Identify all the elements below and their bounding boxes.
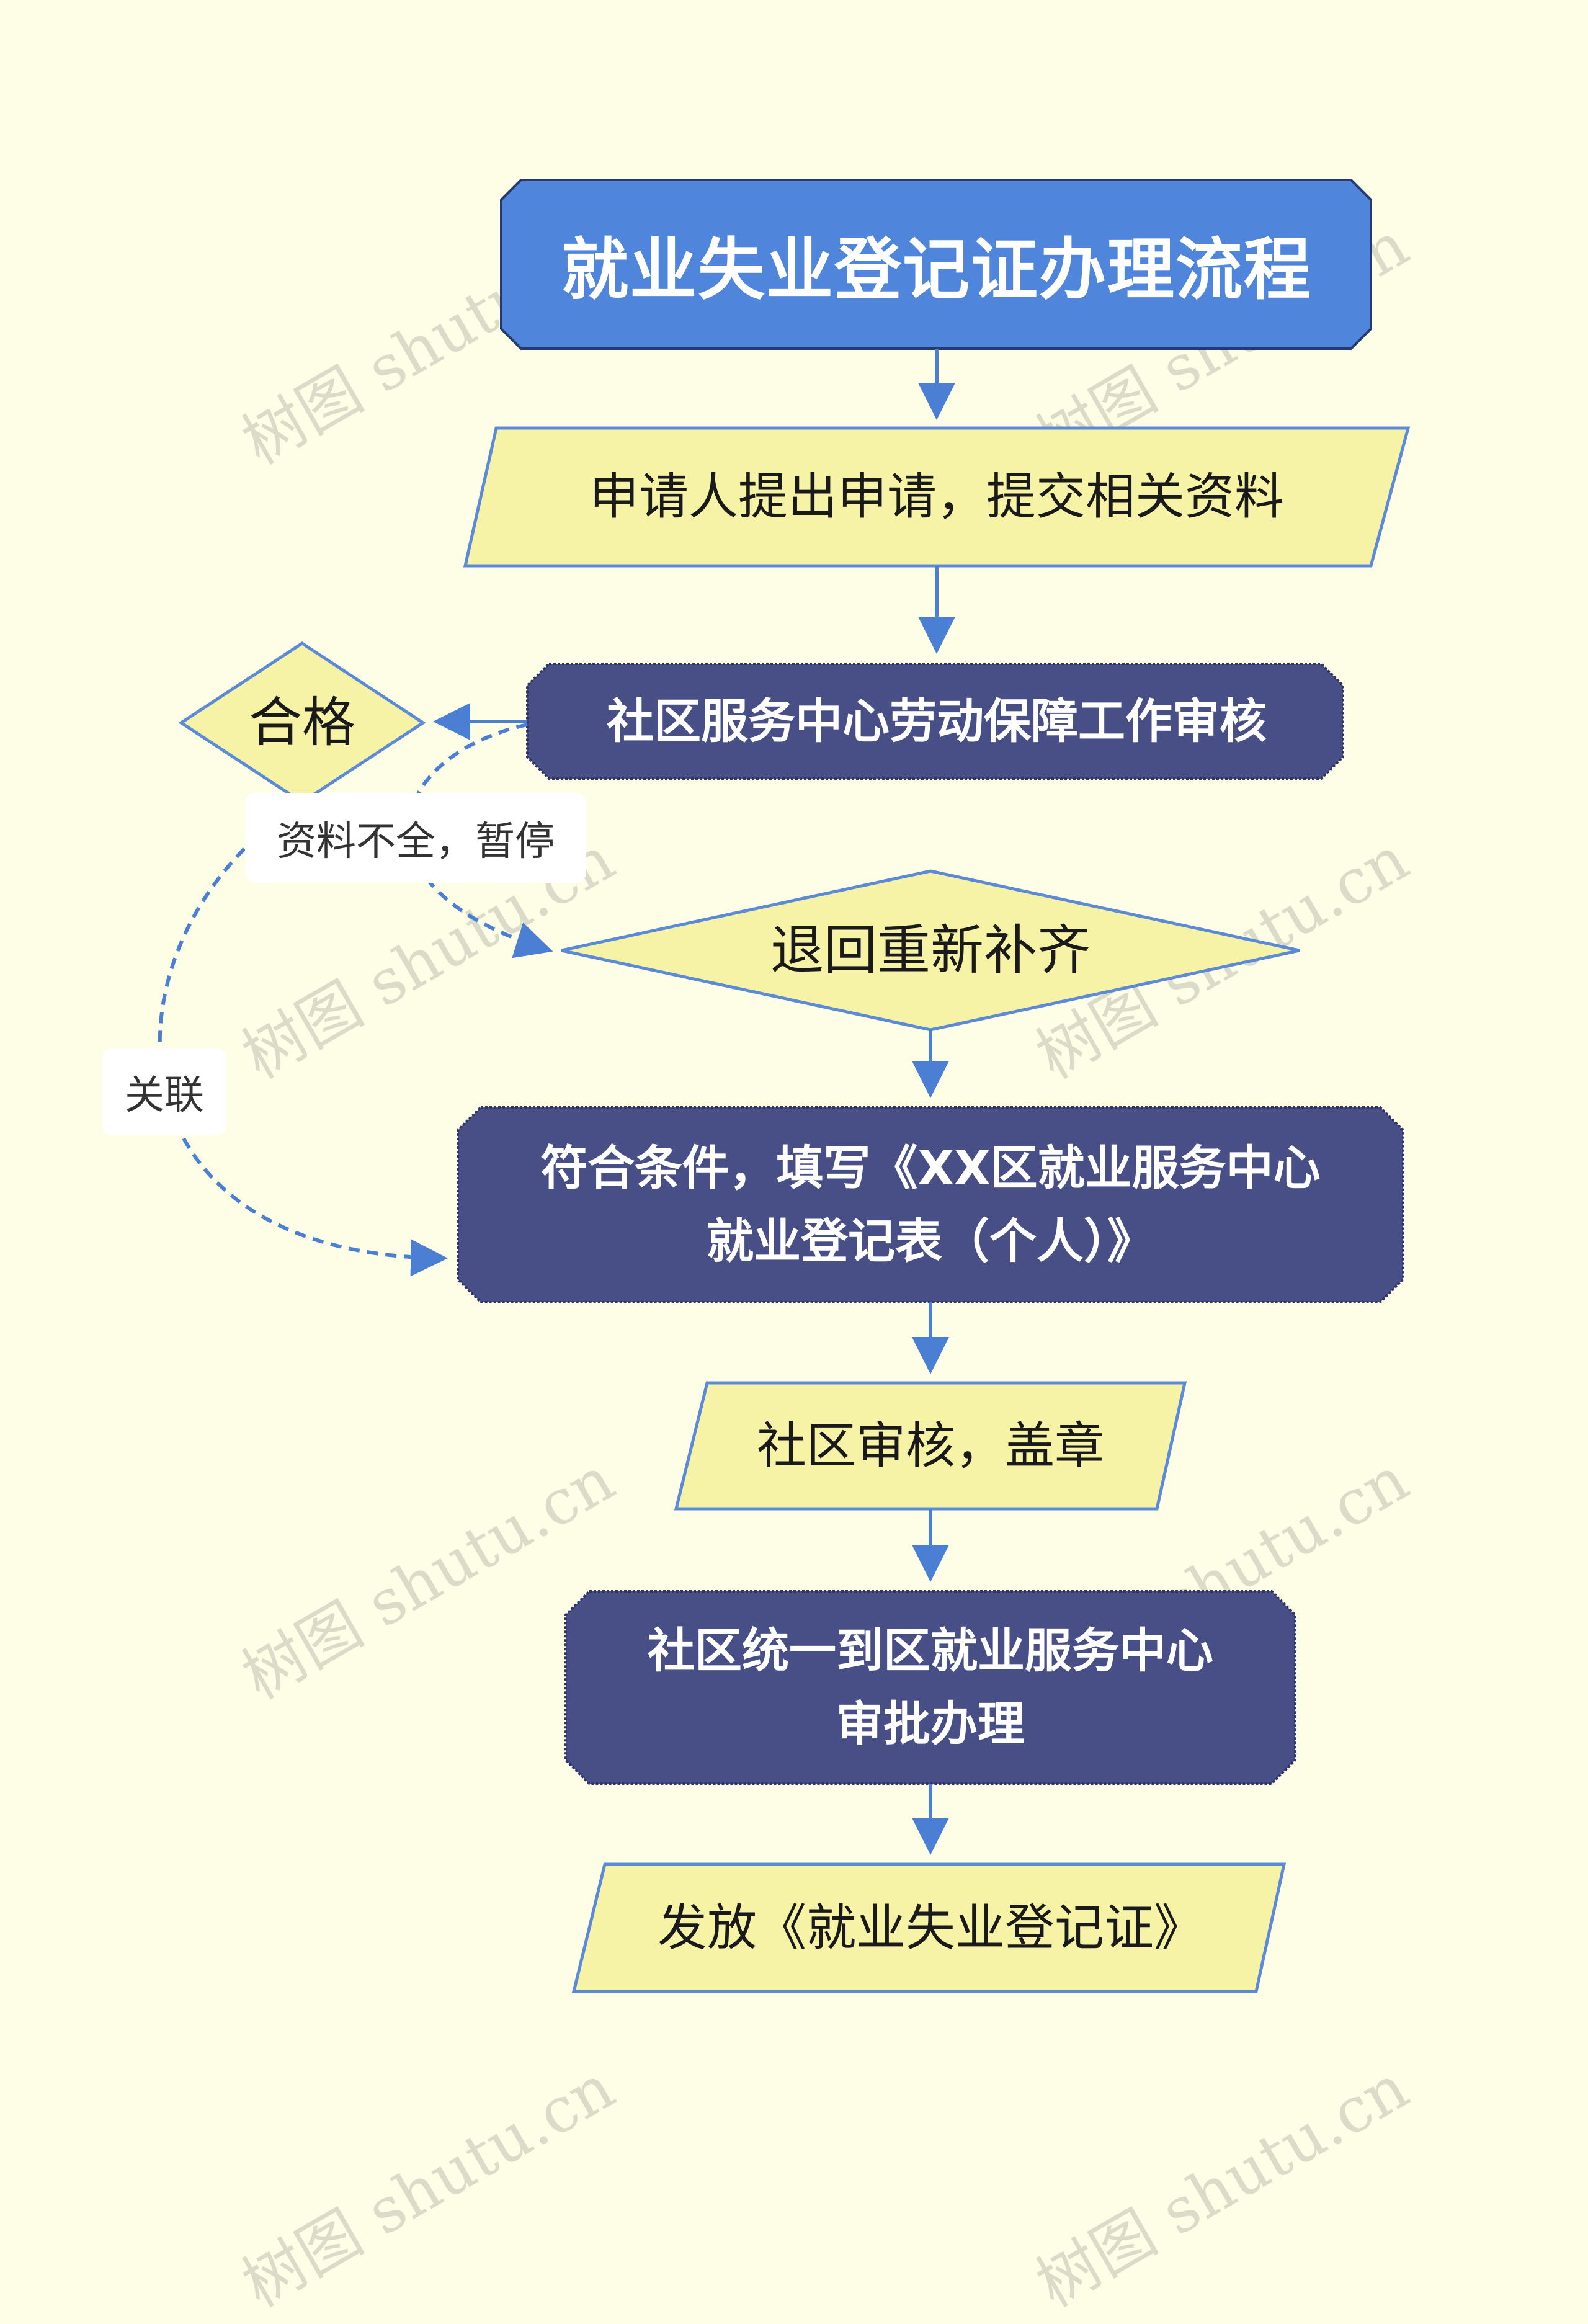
step5-label-line1: 社区统一到区就业服务中心 — [648, 1623, 1213, 1678]
step3-label-line1: 符合条件，填写《XX区就业服务中心 — [540, 1140, 1321, 1196]
returned-node: 退回重新补齐 — [561, 871, 1300, 1030]
step4-shape — [674, 1381, 1187, 1511]
step6-node: 发放《就业失业登记证》 — [583, 1864, 1278, 1991]
edge-label-related: 关联 — [102, 1048, 226, 1135]
step3-node: 符合条件，填写《XX区就业服务中心 就业登记表（个人）》 — [459, 1107, 1402, 1302]
step2-shape — [526, 663, 1344, 780]
flowchart-canvas — [158, 179, 1411, 1993]
edge-label-incomplete: 资料不全，暂停 — [245, 793, 586, 883]
returned-label: 退回重新补齐 — [770, 919, 1091, 981]
step5-node: 社区统一到区就业服务中心 审批办理 — [568, 1591, 1293, 1784]
step1-shape — [463, 426, 1411, 568]
step2-node: 社区服务中心劳动保障工作审核 — [533, 664, 1340, 779]
step4-node: 社区审核，盖章 — [682, 1383, 1179, 1509]
step3-label-line2: 就业登记表（个人）》 — [707, 1213, 1154, 1269]
step6-label: 发放《就业失业登记证》 — [658, 1898, 1203, 1957]
connector-step2-returned-dashed — [406, 723, 553, 959]
qualified-node: 合格 — [181, 643, 423, 802]
step5-label-line2: 审批办理 — [836, 1696, 1025, 1751]
title-node-shape — [500, 179, 1372, 350]
step3-shape — [457, 1106, 1404, 1303]
page-title-text: 就业失业登记证办理流程 — [561, 231, 1312, 309]
step5-shape — [564, 1590, 1296, 1785]
qualified-label: 合格 — [249, 692, 355, 754]
step1-node: 申请人提出申请，提交相关资料 — [471, 428, 1402, 566]
page-title: 就业失业登记证办理流程 — [502, 180, 1371, 349]
step2-label: 社区服务中心劳动保障工作审核 — [607, 693, 1267, 749]
step6-shape — [571, 1862, 1287, 1993]
step1-label: 申请人提出申请，提交相关资料 — [589, 468, 1284, 525]
edge-label-incomplete-text: 资料不全，暂停 — [277, 818, 555, 865]
edge-label-related-text: 关联 — [125, 1073, 204, 1119]
step4-label: 社区审核，盖章 — [757, 1416, 1104, 1475]
